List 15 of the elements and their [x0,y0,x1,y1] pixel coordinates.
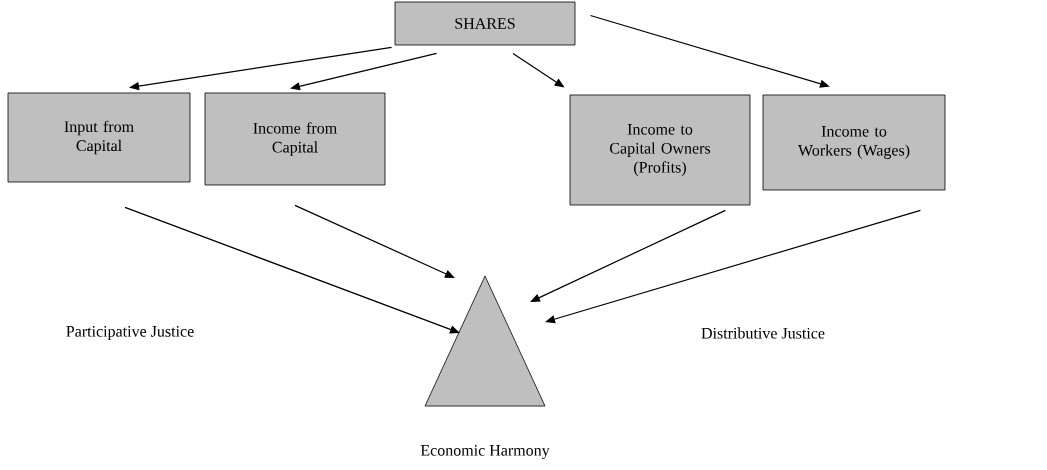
arrow [545,209,921,324]
text-box: Income from Capital [204,92,386,186]
arrow [530,209,726,302]
section-label: Distributive Justice [701,327,825,339]
section-label: Participative Justice [66,326,194,340]
arrow [290,52,438,91]
text-box: SHARES [394,1,576,46]
text-box: Input from Capital [7,92,191,183]
text-box: Income to Workers (Wages) [762,94,946,191]
arrow [589,14,830,88]
fulcrum-triangle [424,275,546,407]
node-label: Economic Harmony [420,444,550,459]
arrow [124,206,460,334]
text-box: Income to Capital Owners (Profits) [569,94,751,206]
arrow [294,204,455,278]
